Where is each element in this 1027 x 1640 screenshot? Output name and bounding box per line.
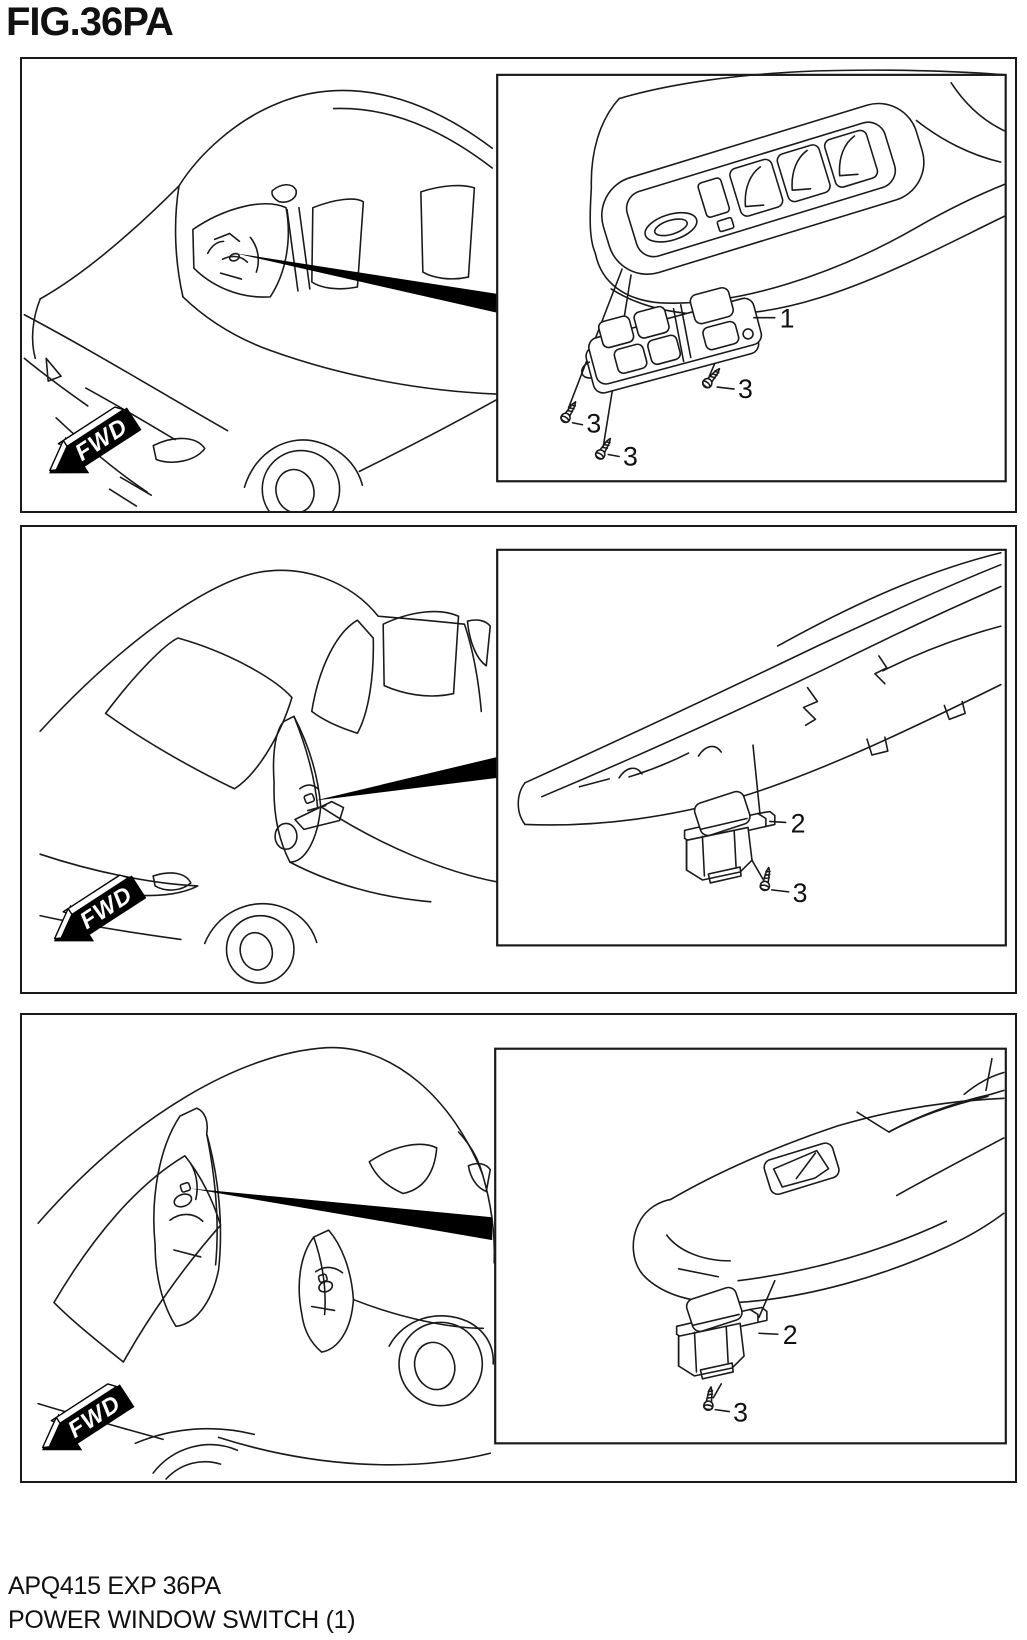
master-switch-assembly bbox=[581, 286, 763, 394]
figure-panel-front-door-master-switch: 1 3 3 3 FWD bbox=[20, 57, 1017, 513]
figure-panel-front-door-trim-switch: 2 3 FWD bbox=[20, 525, 1017, 994]
callout-leader-line bbox=[714, 1408, 730, 1413]
callout-leader-line bbox=[571, 421, 584, 426]
panel-3-drawing: 2 3 FWD bbox=[37, 1046, 1007, 1480]
callout-screw-label: 3 bbox=[738, 374, 753, 404]
detail-inset-box bbox=[494, 1047, 1007, 1445]
window-switch-assembly bbox=[683, 790, 776, 884]
callout-leader-line bbox=[758, 1332, 779, 1336]
screw-icon bbox=[759, 866, 771, 892]
figure-footer-code: APQ415 EXP 36PA bbox=[8, 1572, 221, 1600]
magnifier-wedge-pointer bbox=[314, 757, 498, 801]
panel-2-drawing: 2 3 FWD bbox=[39, 548, 1007, 984]
callout-leader-line bbox=[716, 386, 735, 390]
callout-screw-label: 3 bbox=[623, 441, 638, 471]
callout-part-2-label: 2 bbox=[791, 808, 806, 838]
callout-screw-label: 3 bbox=[733, 1398, 748, 1428]
vehicle-front-quarter-illustration bbox=[23, 89, 497, 511]
vehicle-rear-quarter-open-doors-illustration bbox=[37, 1046, 496, 1480]
fwd-direction-arrow: FWD bbox=[49, 406, 142, 474]
callout-leader-lines bbox=[712, 1279, 776, 1399]
screw-icon bbox=[703, 1386, 714, 1412]
screw-icon bbox=[560, 401, 577, 424]
window-switch-assembly bbox=[675, 1286, 768, 1380]
callout-leader-line bbox=[771, 889, 790, 893]
callout-leader-line bbox=[607, 453, 620, 458]
figure-footer-caption: POWER WINDOW SWITCH (1) bbox=[8, 1606, 356, 1634]
detail-inset-box bbox=[496, 73, 1007, 483]
figure-panel-rear-door-switch: 2 3 FWD bbox=[20, 1013, 1017, 1483]
screw-icon bbox=[594, 437, 612, 460]
magnifier-wedge-pointer bbox=[190, 1188, 493, 1241]
figure-title: FIG.36PA bbox=[6, 0, 174, 44]
callout-screw-label: 3 bbox=[793, 878, 808, 908]
callout-part-1-label: 1 bbox=[780, 304, 795, 334]
screw-icon bbox=[701, 367, 721, 389]
callout-screw-label: 3 bbox=[586, 409, 601, 439]
front-door-armrest-illustration bbox=[589, 69, 1007, 316]
callout-part-2-label: 2 bbox=[783, 1320, 798, 1350]
fwd-direction-arrow: FWD bbox=[41, 1383, 135, 1451]
callout-leader-line bbox=[769, 820, 787, 824]
detail-inset-box bbox=[496, 548, 1007, 947]
switch-bezel-plate bbox=[601, 102, 925, 275]
magnifier-wedge-pointer bbox=[235, 253, 498, 313]
door-trim-armrest-illustration bbox=[517, 551, 1002, 826]
rear-door-armrest-illustration bbox=[632, 1057, 1005, 1304]
panel-1-drawing: 1 3 3 3 FWD bbox=[23, 69, 1007, 511]
vehicle-side-open-door-illustration bbox=[39, 569, 498, 984]
fwd-direction-arrow: FWD bbox=[53, 874, 147, 942]
